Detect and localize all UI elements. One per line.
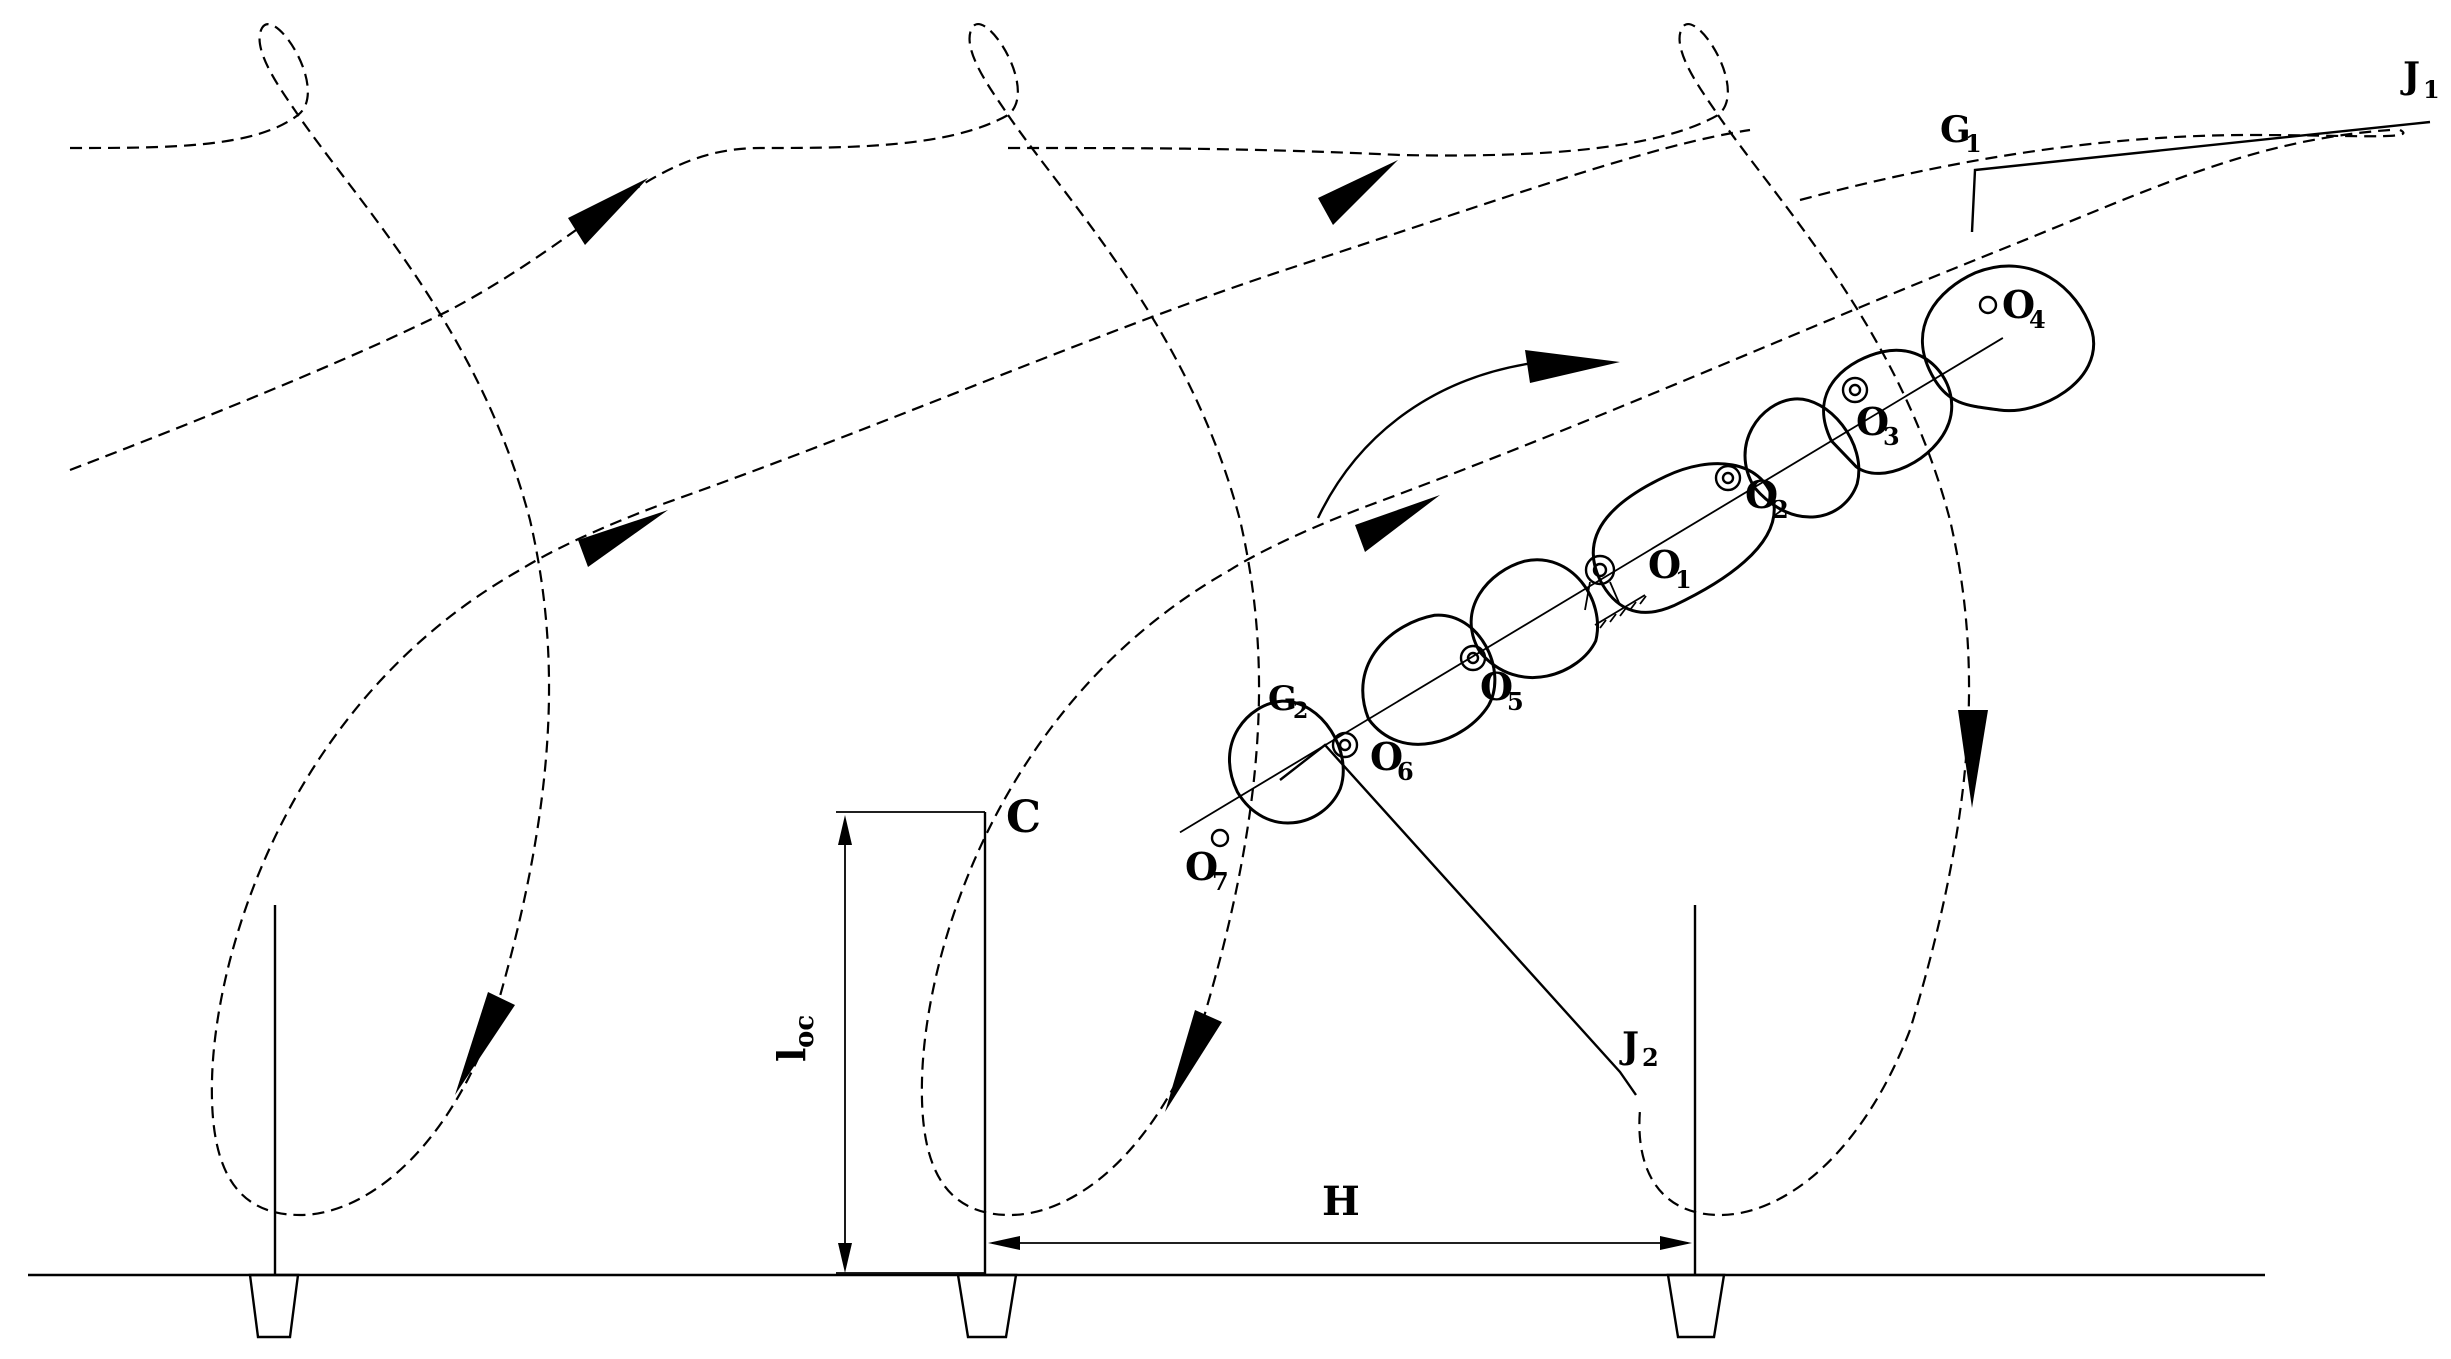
label-o3: O 3 xyxy=(1856,399,1900,451)
rotation-arc xyxy=(1316,360,1541,519)
svg-text:J: J xyxy=(2400,55,2420,97)
svg-text:1: 1 xyxy=(1675,565,1692,594)
pivot-o3 xyxy=(1841,376,1869,404)
label-o6: O 6 xyxy=(1370,734,1414,786)
label-g2: G 2 xyxy=(1268,679,1308,724)
trajectory-2-upper xyxy=(1007,23,1729,157)
svg-text:J: J xyxy=(1619,1025,1639,1067)
rotation-arrowhead xyxy=(1525,350,1620,383)
svg-text:G: G xyxy=(1268,679,1297,719)
dim-h-arrow-left xyxy=(988,1236,1020,1250)
label-o7: O 7 xyxy=(1185,844,1229,896)
label-c: C xyxy=(1006,792,1041,843)
trajectory-2 xyxy=(920,114,2391,1217)
lobe-o7 xyxy=(1228,699,1345,825)
label-o2: O 2 xyxy=(1745,472,1789,524)
lobe-o2 xyxy=(1743,397,1861,519)
svg-text:1: 1 xyxy=(1965,129,1982,158)
svg-text:O: O xyxy=(1185,844,1218,889)
pointer-g1-j1 xyxy=(1970,120,2431,233)
pot-2 xyxy=(956,1273,1018,1339)
trajectory-1-upper xyxy=(69,23,1019,472)
pivot-o5 xyxy=(1459,644,1487,672)
svg-text:2: 2 xyxy=(1772,495,1789,524)
label-j1: J 1 xyxy=(2400,55,2440,104)
svg-text:O: O xyxy=(1745,472,1778,517)
arrow-traj-1b xyxy=(578,510,668,567)
trajectory-1 xyxy=(69,23,1751,1217)
svg-text:2: 2 xyxy=(1642,1043,1659,1072)
svg-text:2: 2 xyxy=(1293,698,1308,724)
svg-text:O: O xyxy=(1480,664,1513,709)
trajectory-3 xyxy=(1638,114,1971,1217)
arrow-traj-2b xyxy=(1355,495,1440,552)
arrow-traj-1c xyxy=(455,992,515,1095)
svg-text:6: 6 xyxy=(1397,757,1414,786)
label-g1: G 1 xyxy=(1940,109,1982,158)
pot-3 xyxy=(1666,1273,1726,1339)
pointer-g2-j2 xyxy=(1279,743,1637,1096)
svg-text:1: 1 xyxy=(2423,75,2440,104)
svg-text:O: O xyxy=(1856,399,1889,444)
pivot-o4 xyxy=(1978,295,1998,315)
pivot-o2 xyxy=(1714,464,1742,492)
svg-text:O: O xyxy=(2002,282,2035,327)
lobe-o4 xyxy=(1921,264,2096,413)
pot-1 xyxy=(248,1273,300,1339)
label-o1: O 1 xyxy=(1648,542,1692,594)
lobe-o6 xyxy=(1361,613,1497,746)
svg-text:G: G xyxy=(1940,109,1971,151)
svg-text:4: 4 xyxy=(2029,305,2046,334)
arrow-traj-3 xyxy=(1958,710,1988,808)
lobe-o3 xyxy=(1822,348,1954,475)
ground-hatch-o1 xyxy=(1594,594,1647,629)
trajectory-3-top xyxy=(1799,129,2405,202)
label-h: H xyxy=(1322,1178,1360,1225)
svg-text:O: O xyxy=(1370,734,1403,779)
dim-loc-arrow-top xyxy=(838,815,852,845)
lobe-o5 xyxy=(1469,558,1599,680)
pivot-o6 xyxy=(1331,731,1359,759)
dim-h-arrow-right xyxy=(1660,1236,1692,1250)
svg-text:oc: oc xyxy=(790,1015,820,1048)
svg-text:5: 5 xyxy=(1507,687,1524,716)
label-loc: l oc xyxy=(769,1015,820,1062)
pivot-o7 xyxy=(1210,828,1230,848)
label-j2: J 2 xyxy=(1619,1025,1659,1072)
arrow-traj-2a xyxy=(1318,160,1398,225)
svg-text:O: O xyxy=(1648,542,1681,587)
gear-train xyxy=(1179,264,2096,834)
lobe-o1 xyxy=(1591,462,1776,614)
label-o5: O 5 xyxy=(1480,664,1524,716)
svg-text:l: l xyxy=(769,1048,814,1062)
dim-loc-arrow-bot xyxy=(838,1243,852,1273)
pivot-o1 xyxy=(1584,554,1621,611)
svg-text:7: 7 xyxy=(1212,867,1229,896)
label-o4: O 4 xyxy=(2002,282,2046,334)
arrow-traj-1a xyxy=(568,178,648,245)
arrow-traj-2c xyxy=(1165,1010,1222,1112)
svg-text:3: 3 xyxy=(1883,422,1900,451)
